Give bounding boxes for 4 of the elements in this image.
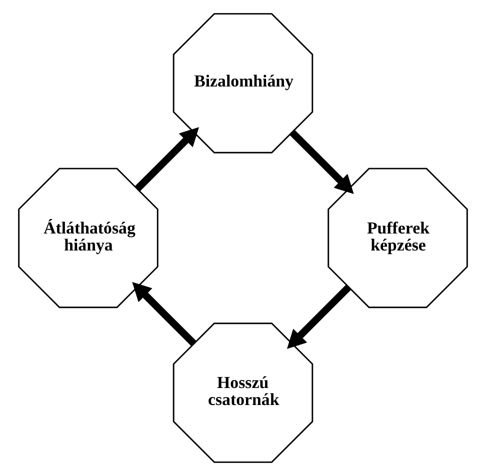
arrow [289,130,354,194]
arrow [134,126,199,191]
arrow [286,284,350,348]
arrow [132,281,196,346]
